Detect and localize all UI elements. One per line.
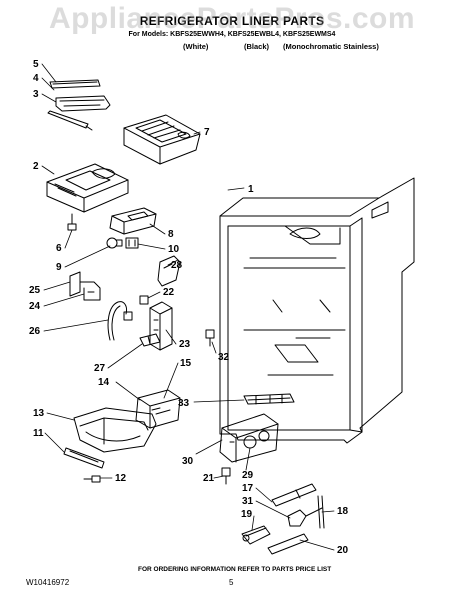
- callout-11: 11: [33, 428, 44, 439]
- bracket-25: [69, 271, 101, 301]
- callout-21: 21: [203, 473, 215, 484]
- callout-29: 29: [242, 470, 254, 481]
- callout-27: 27: [94, 363, 106, 374]
- control-housing: [46, 163, 129, 213]
- callout-20: 20: [337, 545, 349, 556]
- callout-3: 3: [33, 89, 39, 100]
- crisper-cover: [123, 114, 201, 165]
- callout-8: 8: [168, 229, 174, 240]
- callout-24: 24: [29, 301, 41, 312]
- control-module: [109, 207, 157, 235]
- model-list: For Models: KBFS25EWWH4, KBFS25EWBL4, KB…: [128, 31, 336, 38]
- pump-housing: [149, 301, 173, 351]
- callout-31: 31: [242, 496, 254, 507]
- callout-23: 23: [179, 339, 191, 350]
- ordering-note: FOR ORDERING INFORMATION REFER TO PARTS …: [138, 566, 332, 573]
- variant-black: (Black): [244, 42, 270, 51]
- part-22: [139, 295, 149, 305]
- callout-13: 13: [33, 408, 45, 419]
- callout-32: 32: [218, 352, 230, 363]
- bin-housing: [135, 389, 181, 429]
- pan-13: [73, 407, 157, 453]
- callout-30: 30: [182, 456, 194, 467]
- light-bulb: [106, 237, 123, 249]
- callout-4: 4: [33, 73, 39, 84]
- screw-6: [67, 213, 77, 231]
- callout-9: 9: [56, 262, 62, 273]
- callout-labels: 1 2 3 4 5 6 7 8 9 10 11 12 13 14 15 17 1…: [29, 59, 349, 556]
- screw-21: [221, 467, 231, 485]
- fan-mount: [219, 413, 279, 463]
- callout-15: 15: [180, 358, 192, 369]
- callout-18: 18: [337, 506, 349, 517]
- light-bar-assembly: [47, 79, 111, 131]
- callout-33: 33: [178, 398, 190, 409]
- document-number: W10416972: [26, 578, 70, 587]
- callout-14: 14: [98, 377, 110, 388]
- callout-12: 12: [115, 473, 127, 484]
- callout-26: 26: [29, 326, 41, 337]
- callout-22: 22: [163, 287, 175, 298]
- tube-17: [271, 483, 317, 507]
- variant-stainless: (Monochromatic Stainless): [283, 42, 379, 51]
- callout-28: 28: [171, 260, 183, 271]
- callout-7: 7: [204, 127, 210, 138]
- callout-25: 25: [29, 285, 41, 296]
- part-28: [157, 255, 181, 287]
- callout-1: 1: [248, 184, 254, 195]
- liner: [219, 177, 415, 444]
- rail-33: [243, 393, 295, 405]
- callout-2: 2: [33, 161, 39, 172]
- variant-white: (White): [183, 42, 209, 51]
- screw-32: [205, 329, 215, 347]
- trim-11: [63, 447, 105, 469]
- leader-lines: [41, 63, 335, 551]
- screw-12: [83, 475, 101, 483]
- callout-5: 5: [33, 59, 39, 70]
- callout-17: 17: [242, 483, 254, 494]
- cartridge-19: [241, 525, 271, 545]
- valve-31: [287, 507, 323, 527]
- diagram-title: REFRIGERATOR LINER PARTS: [139, 14, 325, 28]
- water-tube: [107, 301, 133, 341]
- bar-20: [267, 533, 309, 555]
- callout-10: 10: [168, 244, 180, 255]
- callout-19: 19: [241, 509, 253, 520]
- page-number: 5: [229, 578, 234, 587]
- light-socket: [125, 237, 139, 249]
- callout-6: 6: [56, 243, 62, 254]
- watermark: AppliancePartsPros.com: [48, 2, 416, 35]
